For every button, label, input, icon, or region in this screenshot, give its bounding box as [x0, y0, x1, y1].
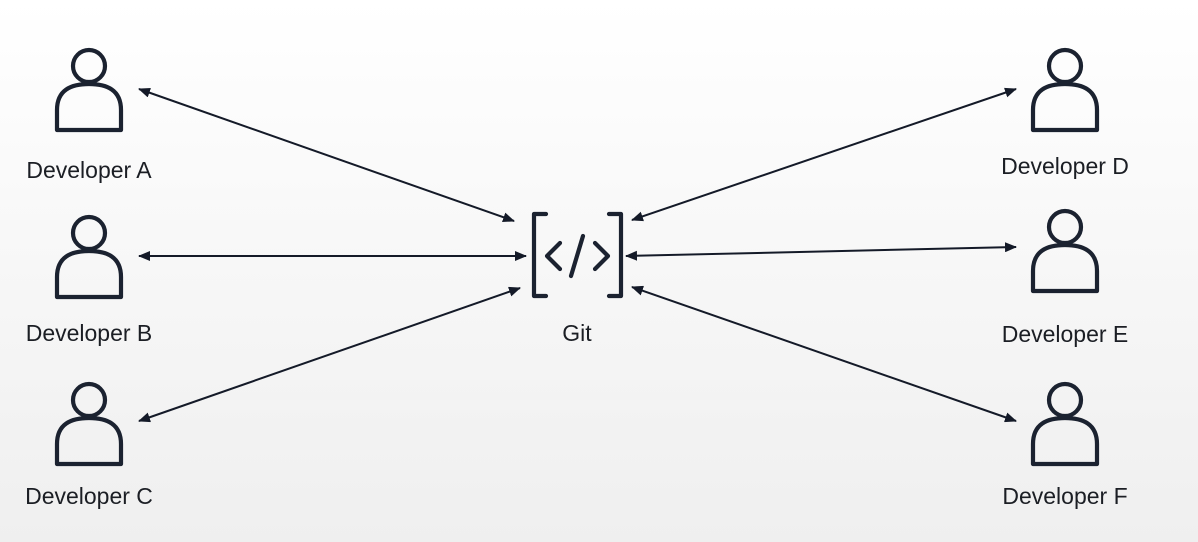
- code-icon: [531, 211, 624, 299]
- user-icon: [57, 217, 121, 297]
- developer-node-b: Developer B: [26, 217, 153, 346]
- connector-git-developer-f: [631, 285, 1017, 423]
- developer-label: Developer B: [26, 320, 153, 346]
- user-icon: [1033, 50, 1097, 130]
- connector-git-developer-a: [138, 87, 515, 223]
- developer-label: Developer C: [25, 483, 153, 509]
- connector-git-developer-c: [138, 286, 521, 423]
- user-icon: [1033, 384, 1097, 464]
- developer-node-a: Developer A: [26, 50, 152, 183]
- developer-label: Developer F: [1002, 483, 1127, 509]
- connector-git-developer-e: [625, 242, 1017, 261]
- git-node: Git: [531, 211, 624, 346]
- connector-git-developer-d: [631, 87, 1017, 222]
- developer-label: Developer E: [1002, 321, 1129, 347]
- user-icon: [57, 384, 121, 464]
- developer-node-e: Developer E: [1002, 211, 1129, 347]
- git-label: Git: [562, 320, 592, 346]
- developer-label: Developer D: [1001, 153, 1129, 179]
- user-icon: [57, 50, 121, 130]
- developer-node-c: Developer C: [25, 384, 153, 509]
- user-icon: [1033, 211, 1097, 291]
- developer-label: Developer A: [26, 157, 152, 183]
- developer-node-d: Developer D: [1001, 50, 1129, 179]
- connections: [138, 87, 1017, 423]
- developer-node-f: Developer F: [1002, 384, 1128, 509]
